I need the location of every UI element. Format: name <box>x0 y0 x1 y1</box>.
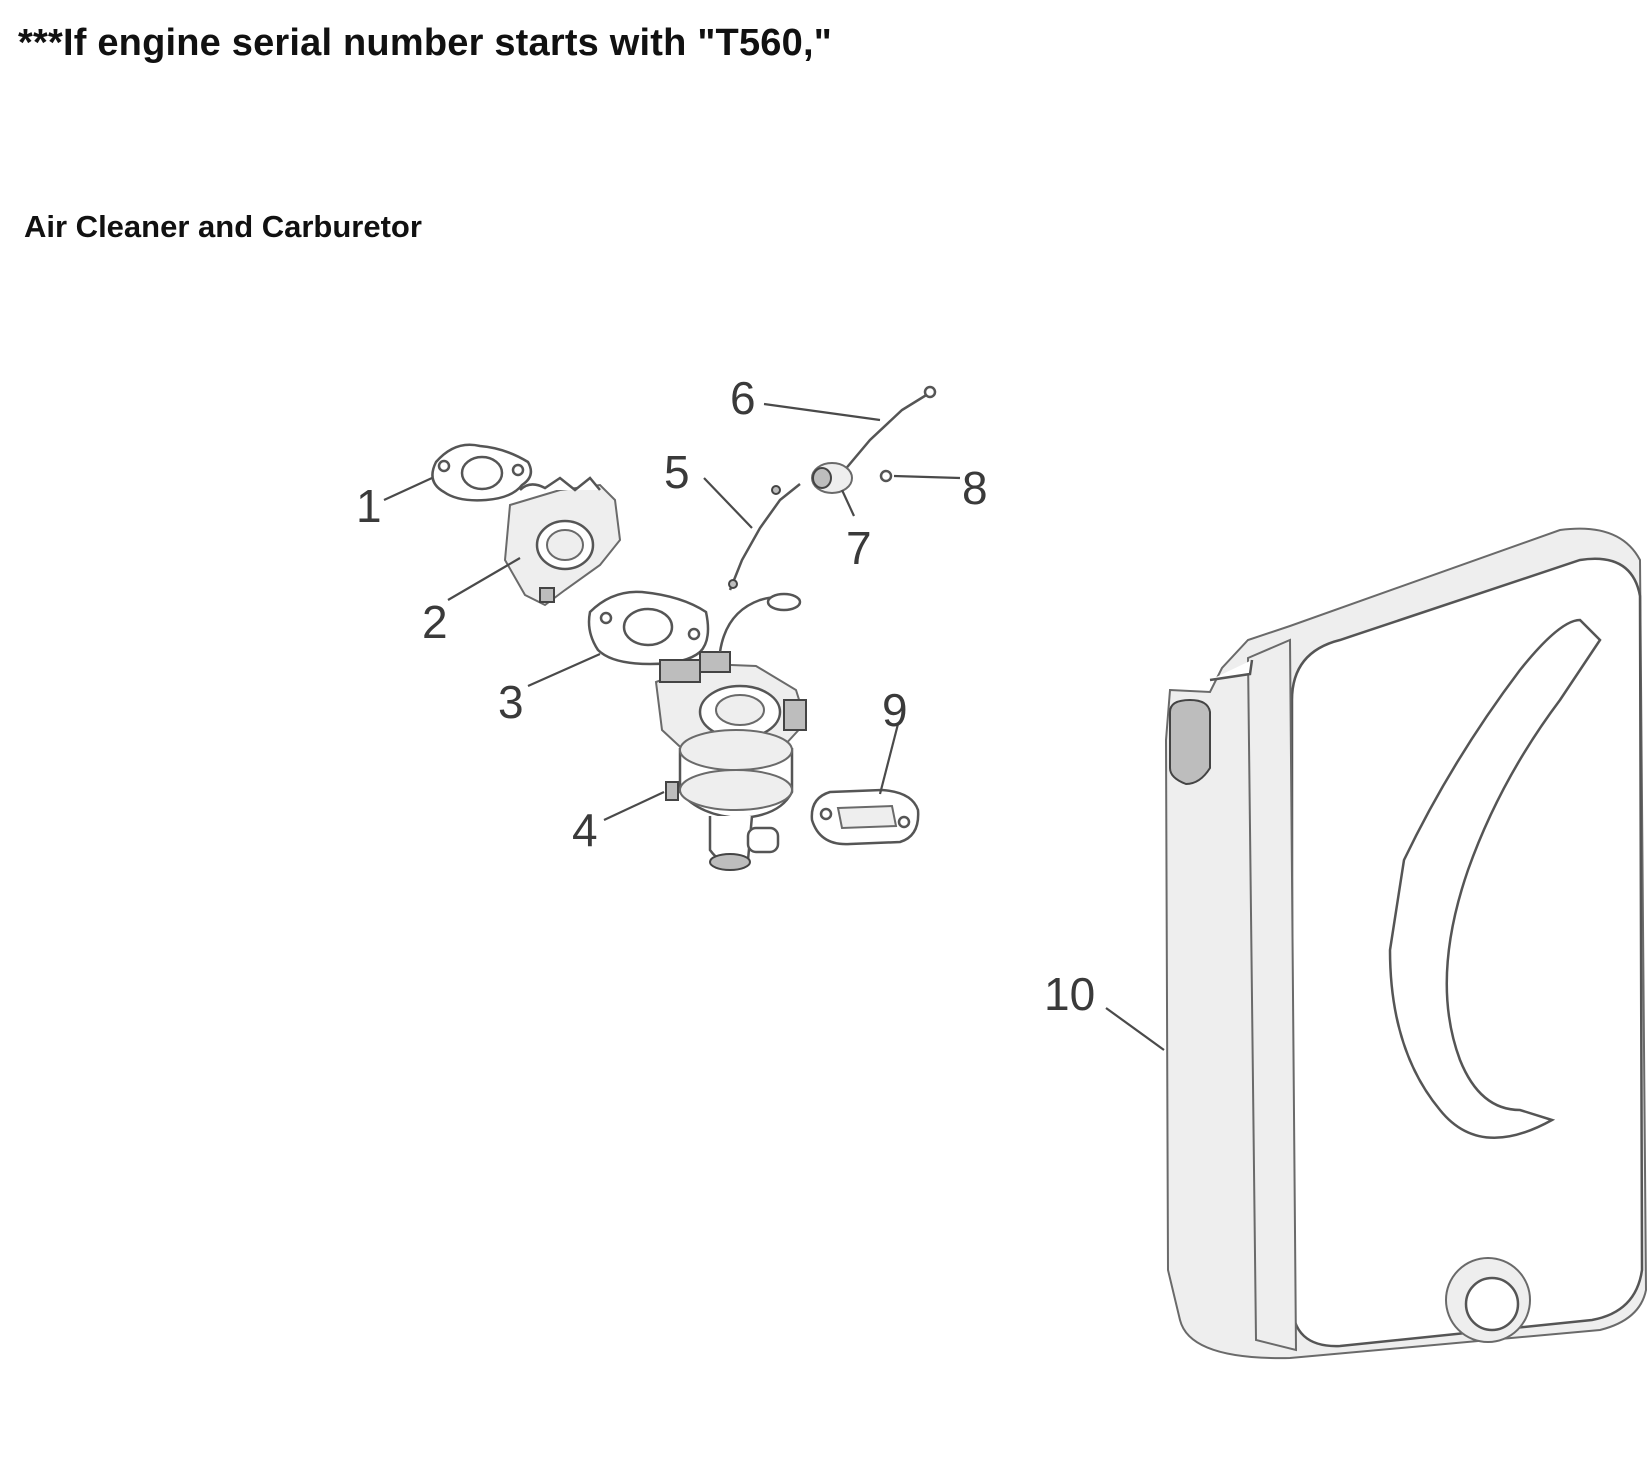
callout-6: 6 <box>730 372 756 424</box>
section-title: Air Cleaner and Carburetor <box>24 209 422 244</box>
callout-9: 9 <box>882 684 908 736</box>
leader-10 <box>1105 1007 1165 1051</box>
part-7-bushing[interactable] <box>811 462 853 494</box>
leader-2 <box>447 557 521 601</box>
callout-7: 7 <box>846 522 872 574</box>
callout-8: 8 <box>962 462 988 514</box>
clip-small <box>771 485 781 495</box>
part-4-carburetor[interactable] <box>654 592 808 871</box>
leader-7 <box>841 489 855 517</box>
callout-3: 3 <box>498 676 524 728</box>
part-1-gasket[interactable] <box>431 443 533 502</box>
callout-5: 5 <box>664 446 690 498</box>
part-3-gasket[interactable] <box>587 590 710 666</box>
callout-2: 2 <box>422 596 448 648</box>
leader-1 <box>383 477 433 501</box>
leader-5 <box>703 477 753 529</box>
leader-4 <box>603 791 665 821</box>
leader-9 <box>878 723 900 795</box>
part-8-pin[interactable] <box>879 469 893 483</box>
part-2-insulator[interactable] <box>503 476 622 607</box>
callout-10: 10 <box>1044 968 1095 1020</box>
callout-4: 4 <box>572 804 598 856</box>
page-heading: ***If engine serial number starts with "… <box>18 22 832 64</box>
part-9-gasket[interactable] <box>810 788 920 846</box>
callout-1: 1 <box>356 480 382 532</box>
leader-6 <box>763 402 881 422</box>
leader-8 <box>893 474 961 480</box>
part-6-choke-rod[interactable] <box>837 385 937 479</box>
part-10-air-cleaner-cover[interactable] <box>1164 527 1648 1360</box>
leader-3 <box>527 652 601 688</box>
part-5-throttle-link[interactable] <box>728 483 801 591</box>
